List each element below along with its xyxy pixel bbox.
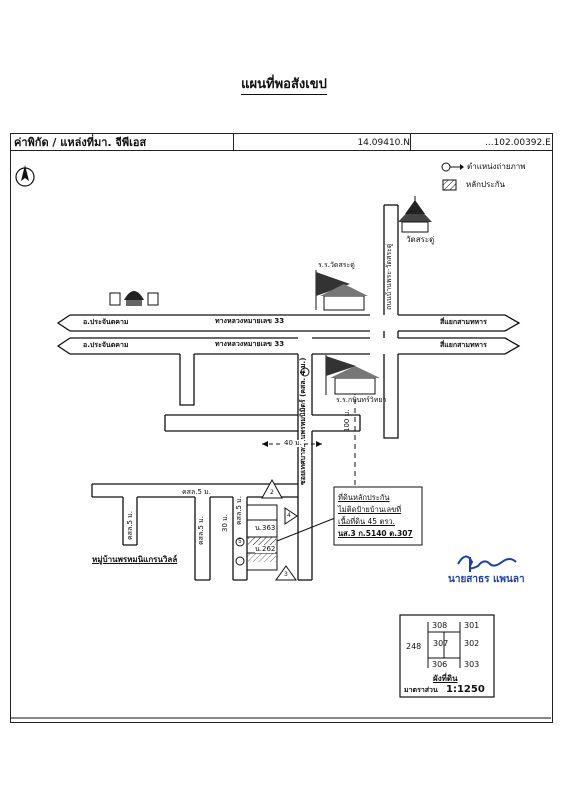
plot-label-lower: น.262 [255, 545, 276, 553]
gas-station-icon [109, 291, 159, 306]
header-separator [233, 133, 234, 151]
latitude-value: 14.09410.N [357, 138, 410, 148]
note-line-3: เนื้อที่ดิน 45 ตรว. [338, 517, 395, 526]
scale-value: 1:1250 [446, 684, 485, 695]
road-width-label-a: คสล.5 ม. [182, 488, 211, 496]
signature-name: นายสาธร แพนลา [448, 574, 525, 585]
note-line-2: ไม่ติดป้ายบ้านเลขที่ [338, 505, 402, 514]
photo-marker-1 [300, 367, 310, 377]
plot-diagram-caption: ผังที่ดิน [433, 674, 458, 683]
note-box-text: ที่ดินหลักประกัน ไม่ติดป้ายบ้านเลขที่ เน… [338, 492, 413, 540]
main-soi-label: ซอยเทศบาลบ้านพรหมนิมิตร์ (คสล. 4 ม.) [299, 357, 307, 485]
photo-marker-3-label: 3 [284, 571, 288, 578]
photo-position-icon [441, 162, 464, 172]
header-separator [410, 133, 411, 151]
header-divider [10, 150, 553, 151]
east-destination-bottom: สี่แยกสามทหาร [440, 341, 487, 349]
signature-mark [457, 555, 517, 570]
plot-diagram-box [399, 614, 495, 698]
highway-33-bottom [56, 337, 521, 355]
road-width-label-d: คสล.5 ม. [235, 496, 243, 525]
road-width-label-c: คสล.5 ม. [197, 516, 205, 545]
map-title: แผนที่พอสังเขป [0, 77, 568, 95]
plot-number-bottom-right: 303 [464, 660, 480, 669]
distance-40m-label: 40 ม. [282, 439, 304, 447]
temple-road-label: ถนนบ้านพระ-วัดสระดู่ [385, 243, 393, 310]
temple-icon [398, 196, 432, 233]
photo-marker-4-label: 4 [287, 512, 291, 519]
east-destination-top: สี่แยกสามทหาร [440, 318, 487, 326]
west-destination-top: อ.ประจันตคาม [83, 318, 129, 326]
plot-diagram-lines [427, 622, 461, 668]
highway-label-top: ทางหลวงหมายเลข 33 [215, 317, 285, 325]
plot-number-top-right: 301 [464, 621, 480, 630]
north-arrow-icon [15, 165, 35, 187]
photo-marker-5-label: 5 [238, 538, 242, 545]
distance-30m-label: 30 ม. [221, 514, 229, 532]
plot-number-bottom-left: 306 [432, 660, 448, 669]
photo-marker-1-label: 1 [302, 368, 306, 375]
photo-marker-2 [261, 478, 283, 499]
school-1-label: ร.ร.วัดสระดู่ [318, 261, 355, 269]
photo-marker-5 [235, 537, 245, 566]
highway-label-bottom: ทางหลวงหมายเลข 33 [215, 340, 285, 348]
collateral-legend-icon [442, 179, 457, 191]
photo-marker-2-label: 2 [270, 489, 274, 496]
school-2-icon [325, 355, 380, 395]
dead-end-road [179, 354, 195, 406]
plot-number-center: 307 [433, 639, 449, 648]
plot-number-left: 248 [406, 642, 422, 651]
village-label: หมู่บ้านพรหมนิแกรนวิลล์ [92, 555, 178, 564]
plot-number-top-left: 308 [432, 621, 448, 630]
note-pointer [276, 517, 336, 542]
legend-photo-position-label: ตำแหน่งถ่ายภาพ [467, 162, 526, 171]
highway-33-top [56, 314, 521, 332]
map-frame [10, 133, 553, 723]
scale-label: มาตราส่วน [404, 686, 438, 694]
plot-number-right: 302 [464, 639, 480, 648]
school-2-label: ร.ร.กบินทร์วิทยา [336, 396, 387, 404]
note-box [333, 486, 423, 546]
coordinate-source-label: ค่าพิกัด / แหล่งที่มา. จีพีเอส [14, 136, 147, 149]
collateral-plot [248, 537, 276, 545]
road-to-temple [383, 204, 399, 439]
west-destination-bottom: อ.ประจันตคาม [83, 341, 129, 349]
photo-marker-3 [275, 565, 297, 581]
school-1-icon [315, 270, 368, 311]
distance-100m-label: 100 ม. [343, 409, 351, 432]
photo-marker-4 [284, 507, 298, 525]
legend-collateral-label: หลักประกัน [466, 180, 506, 189]
longitude-value: ...102.00392.E [485, 138, 551, 148]
main-soi [297, 354, 313, 581]
note-line-1: ที่ดินหลักประกัน [338, 493, 390, 502]
temple-label: วัดสระดู่ [406, 235, 435, 244]
plot-label-upper: น.363 [255, 524, 276, 532]
side-road [164, 414, 298, 432]
road-width-label-b: คสล.5 ม. [126, 511, 134, 540]
note-line-4: นส.3 ก.5140 ต.307 [338, 529, 413, 538]
